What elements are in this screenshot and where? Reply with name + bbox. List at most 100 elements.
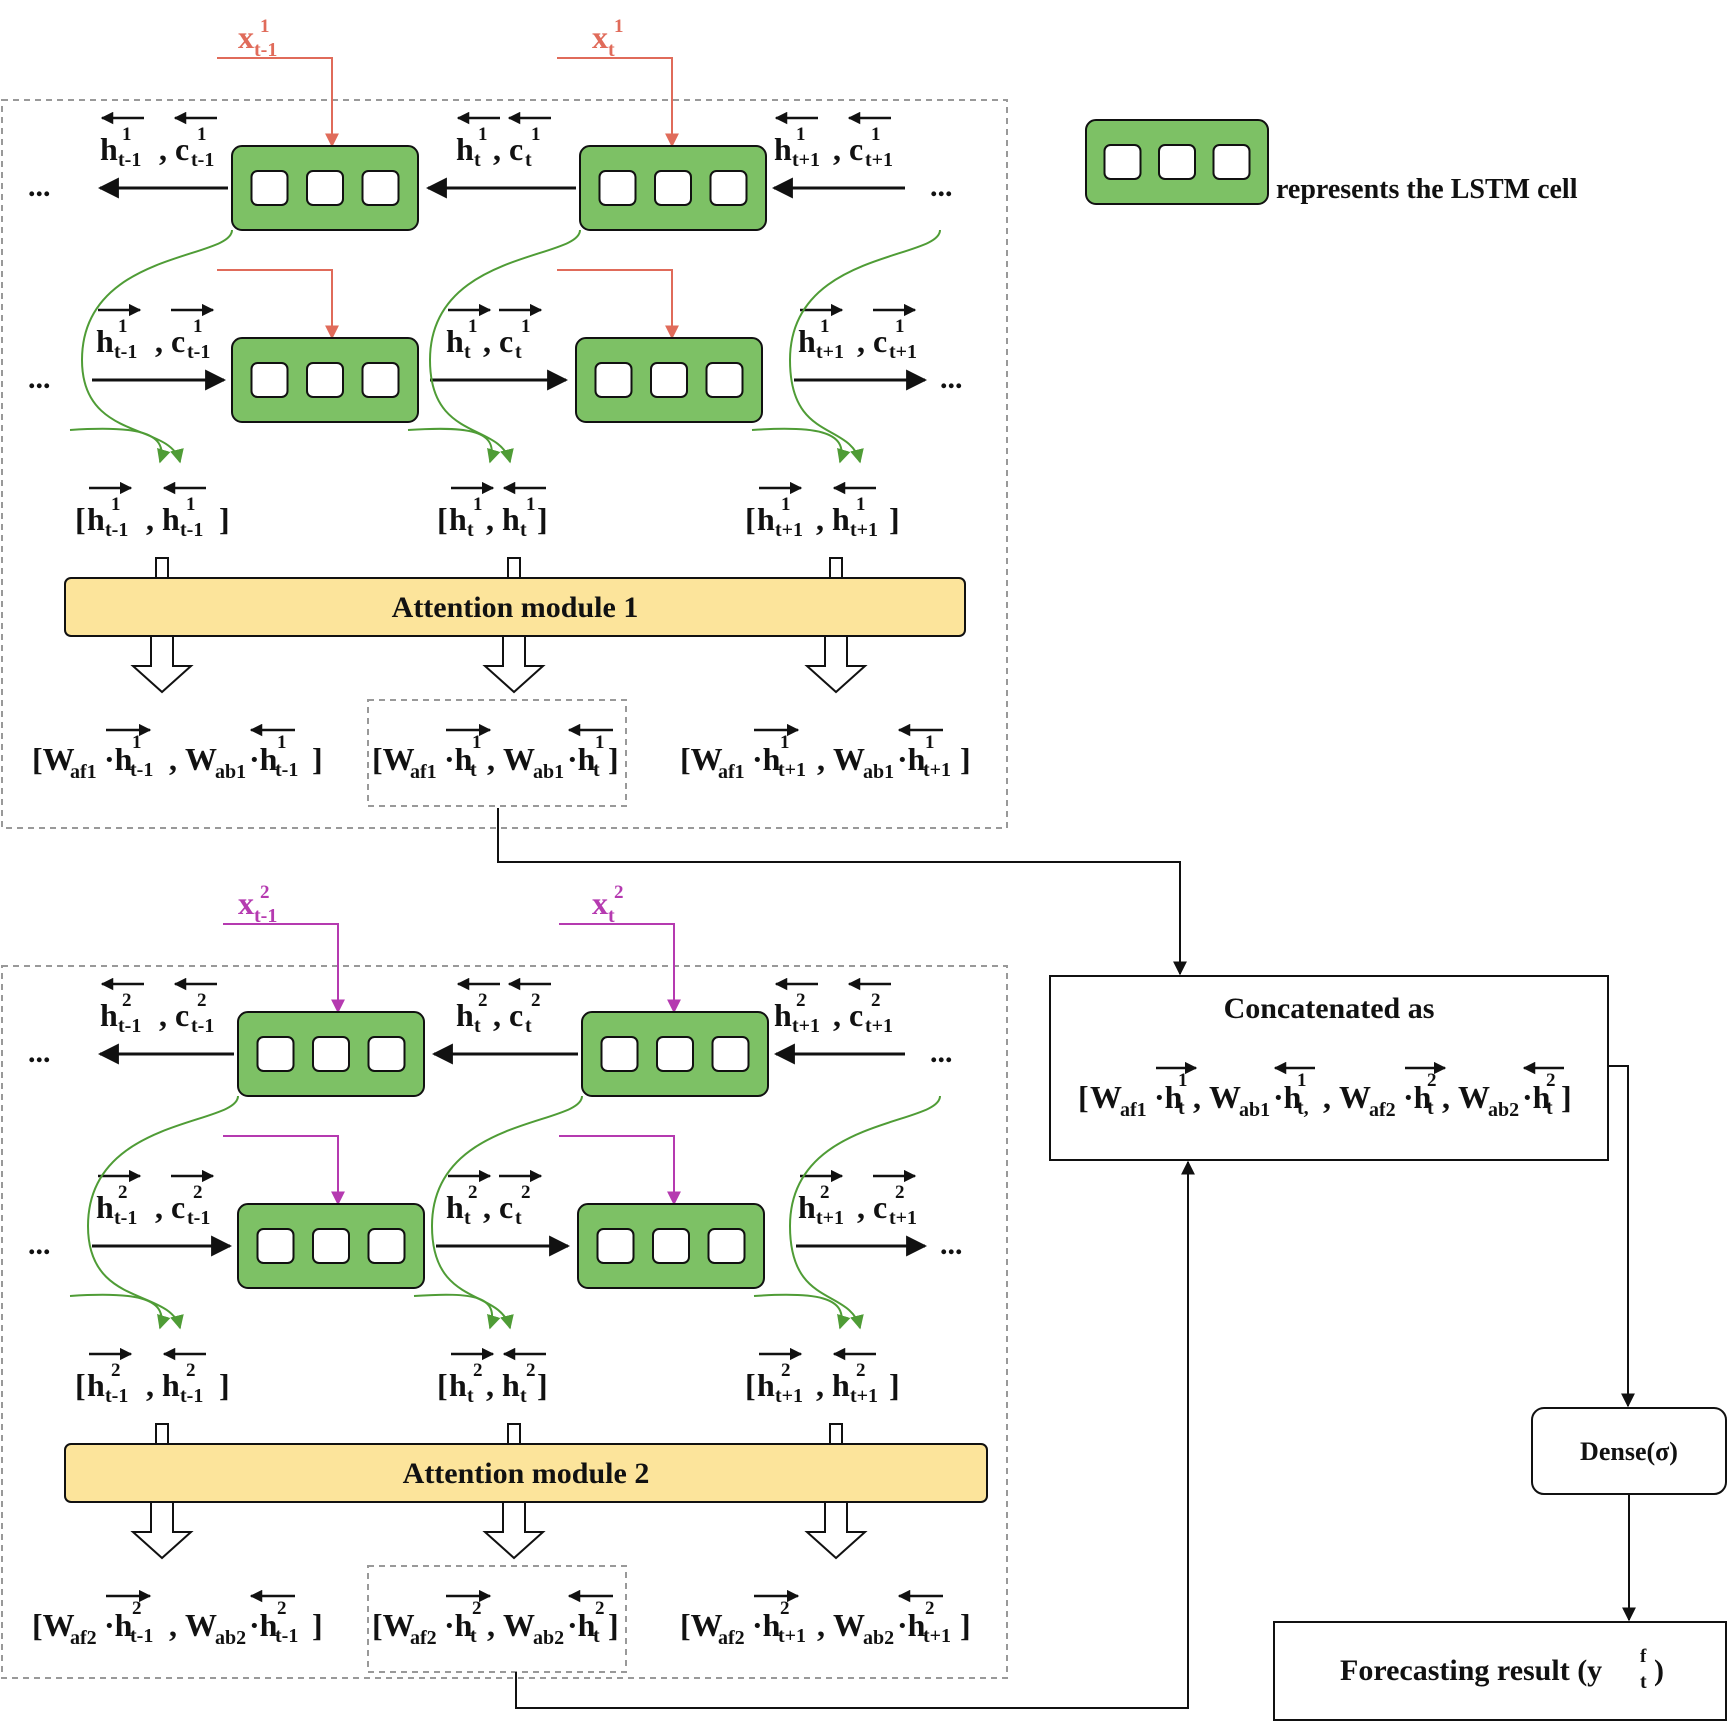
concat-h-backward-sub: t+1 — [850, 519, 878, 541]
lstm-gate-box — [250, 362, 289, 398]
connector-module1-to-concat — [497, 808, 1187, 976]
state-h: h — [96, 1189, 114, 1225]
weighted-h-backward: ·h — [567, 741, 596, 777]
weighted-h-backward: ·h — [897, 741, 926, 777]
concat-h-backward-sup: 2 — [856, 1360, 866, 1381]
green-forward-arrow-0 — [69, 427, 171, 464]
comma: , — [833, 131, 841, 167]
concat-h-sub: t — [1178, 1097, 1185, 1119]
state-c-sub: t-1 — [191, 1015, 214, 1037]
concat-h-backward-sub: t — [520, 519, 527, 541]
state-h-sup: 2 — [820, 1182, 830, 1203]
bracket-close: ] — [1561, 1079, 1572, 1115]
state-c-sub: t+1 — [865, 1015, 893, 1037]
forecast-sup: f — [1640, 1646, 1647, 1667]
state-c-sup: 2 — [895, 1182, 905, 1203]
state-c-sub: t — [525, 149, 532, 171]
comma: , — [483, 1189, 491, 1225]
concat-h-sub: t, — [1297, 1097, 1309, 1119]
concat-h: ·h — [1273, 1079, 1302, 1115]
legend-lstm-cell — [1085, 119, 1269, 205]
concat-h-backward-sub: t-1 — [180, 1385, 203, 1407]
input-x-sub: t — [608, 905, 615, 927]
concat-h-forward: h — [87, 1367, 105, 1403]
lstm-gate-box — [306, 170, 344, 206]
comma: , — [487, 1607, 495, 1643]
lstm-cell-forward-1 — [577, 1203, 765, 1289]
bracket-close: ] — [960, 1607, 971, 1643]
state-c: c — [175, 131, 189, 167]
input-x-sub: t-1 — [254, 905, 277, 927]
state-c-sub: t-1 — [187, 341, 210, 363]
concat-h-backward-sub: t-1 — [180, 519, 203, 541]
state-c: c — [499, 1189, 513, 1225]
lstm-gate-box — [711, 1036, 750, 1072]
lstm-gate-box — [705, 362, 744, 398]
green-backward-arrow-2 — [788, 229, 941, 464]
state-h-sub: t+1 — [792, 149, 820, 171]
lstm-gate-box — [312, 1036, 350, 1072]
comma: , — [816, 501, 824, 537]
state-h: h — [100, 131, 118, 167]
comma: , — [493, 997, 501, 1033]
bracket-close: ] — [889, 501, 900, 537]
concat-h-sup: 1 — [1178, 1070, 1188, 1091]
lstm-gate-box — [312, 1228, 350, 1264]
state-c: c — [175, 997, 189, 1033]
lstm-cell-backward-0 — [237, 1011, 425, 1097]
state-h-sup: 2 — [478, 990, 488, 1011]
input-x-sub: t — [608, 39, 615, 61]
weighted-h-backward-sup: 2 — [277, 1598, 287, 1619]
concat-w: W — [1209, 1079, 1241, 1115]
w-backward: W — [185, 1607, 217, 1643]
ellipsis-left-bottom: ... — [28, 1228, 51, 1261]
state-c-sub: t+1 — [889, 1207, 917, 1229]
state-h: h — [456, 997, 474, 1033]
input-x-sub: t-1 — [254, 39, 277, 61]
concat-w: W — [1090, 1079, 1122, 1115]
state-h: h — [446, 323, 464, 359]
lstm-cell-forward-0 — [237, 1203, 425, 1289]
comma: , — [169, 1607, 177, 1643]
hollow-down-arrow-2 — [804, 1501, 868, 1560]
weight-forward-sub: af2 — [718, 1627, 745, 1649]
lstm-gate-box — [361, 362, 400, 398]
lstm-gate-box — [707, 1228, 746, 1264]
bracket-close: ] — [537, 501, 548, 537]
lstm-gate-box — [652, 1228, 690, 1264]
weighted-h-backward-sup: 2 — [925, 1598, 935, 1619]
input-x-sup: 2 — [260, 882, 270, 903]
concat-h: ·h — [1403, 1079, 1432, 1115]
state-c-sup: 2 — [197, 990, 207, 1011]
lstm-gate-box — [656, 1036, 694, 1072]
state-h-sup: 2 — [468, 1182, 478, 1203]
input-x-sup: 1 — [260, 16, 270, 37]
state-h-sub: t+1 — [816, 1207, 844, 1229]
connector-1 — [507, 557, 521, 579]
state-c-sup: 1 — [193, 316, 203, 337]
input-x: x — [238, 885, 254, 921]
concat-h-sup: 2 — [1427, 1070, 1437, 1091]
weighted-h-forward-sub: t+1 — [778, 759, 806, 781]
weighted-h-forward-sub: t — [470, 759, 477, 781]
state-h: h — [774, 997, 792, 1033]
state-h-sub: t-1 — [114, 1207, 137, 1229]
comma: , — [817, 1607, 825, 1643]
bracket-open: [ — [437, 501, 448, 537]
lstm-gate-box — [709, 170, 748, 206]
concat-h-forward-sup: 1 — [473, 494, 483, 515]
state-c-sup: 1 — [197, 124, 207, 145]
lstm-gate-box — [367, 1036, 406, 1072]
state-h-sup: 1 — [118, 316, 128, 337]
weighted-h-backward-sub: t+1 — [923, 1625, 951, 1647]
comma: , — [816, 1367, 824, 1403]
